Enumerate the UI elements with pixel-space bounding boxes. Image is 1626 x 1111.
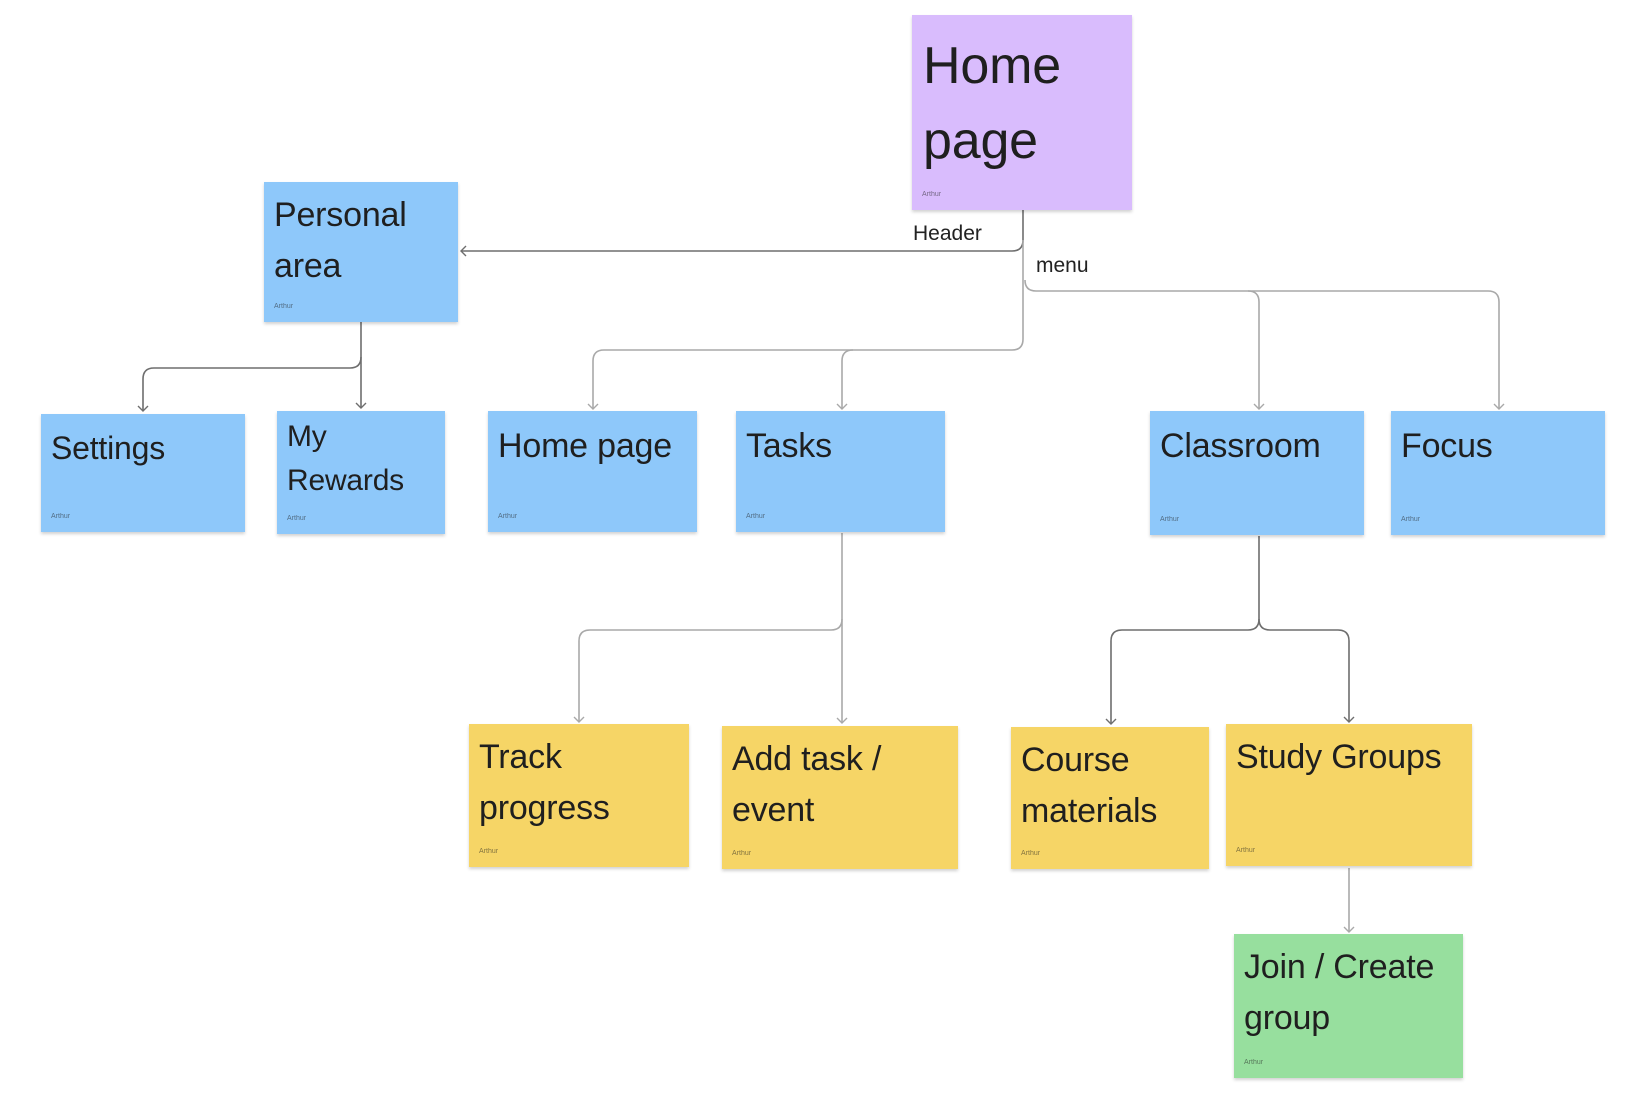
sticky-author: Arthur [498,513,518,520]
sticky-study-groups[interactable]: Study Groups Arthur [1226,724,1472,866]
sticky-classroom[interactable]: Classroom Arthur [1150,411,1364,535]
connector-label-menu: menu [1034,254,1091,278]
sticky-author: Arthur [287,515,307,522]
sticky-settings[interactable]: Settings Arthur [41,414,245,532]
sticky-label: Personal area [274,196,407,285]
sticky-author: Arthur [922,191,942,198]
sticky-personal-area[interactable]: Personal area Arthur [264,182,458,322]
sticky-label: Home page [923,37,1061,171]
sticky-author: Arthur [479,848,499,855]
sticky-author: Arthur [1021,850,1041,857]
sticky-author: Arthur [274,303,294,310]
connector-personal-area-to-settings[interactable] [137,322,362,412]
sticky-label: Focus [1401,427,1493,465]
connector-home-to-tasks[interactable] [836,349,854,410]
sticky-author: Arthur [51,513,71,520]
sticky-author: Arthur [1401,516,1421,523]
sticky-label: Settings [51,430,166,466]
sticky-label: Track progress [479,738,610,827]
connector-classroom-to-study-groups[interactable] [1258,618,1355,723]
connector-tasks-to-track-progress[interactable] [573,533,843,723]
sticky-focus[interactable]: Focus Arthur [1391,411,1605,535]
connector-classroom-to-course-materials[interactable] [1105,536,1260,725]
connector-label-header: Header [911,222,984,246]
sticky-home-root[interactable]: Home page Arthur [912,15,1132,210]
sticky-author: Arthur [1244,1059,1264,1066]
connector-home-to-home-page[interactable] [587,240,1024,410]
sticky-label: Classroom [1160,427,1321,465]
sticky-label: My Rewards [287,420,404,497]
sticky-label: Add task / event [732,740,882,829]
sticky-home-page[interactable]: Home page Arthur [488,411,697,532]
sticky-label: Course materials [1021,741,1158,830]
connector-home-to-classroom[interactable] [1024,279,1265,410]
sticky-join-create-group[interactable]: Join / Create group Arthur [1234,934,1463,1078]
connector-home-to-focus[interactable] [1248,290,1505,410]
sticky-my-rewards[interactable]: My Rewards Arthur [277,411,445,534]
sticky-label: Home page [498,427,672,465]
sticky-add-task[interactable]: Add task / event Arthur [722,726,958,869]
sticky-author: Arthur [1236,847,1256,854]
sticky-course-materials[interactable]: Course materials Arthur [1011,727,1209,869]
sticky-label: Study Groups [1236,738,1442,776]
sticky-label: Join / Create group [1244,948,1435,1037]
sticky-track-progress[interactable]: Track progress Arthur [469,724,689,867]
sticky-tasks[interactable]: Tasks Arthur [736,411,945,532]
sticky-author: Arthur [1160,516,1180,523]
sticky-author: Arthur [732,850,752,857]
sticky-label: Tasks [746,427,832,465]
sticky-author: Arthur [746,513,766,520]
